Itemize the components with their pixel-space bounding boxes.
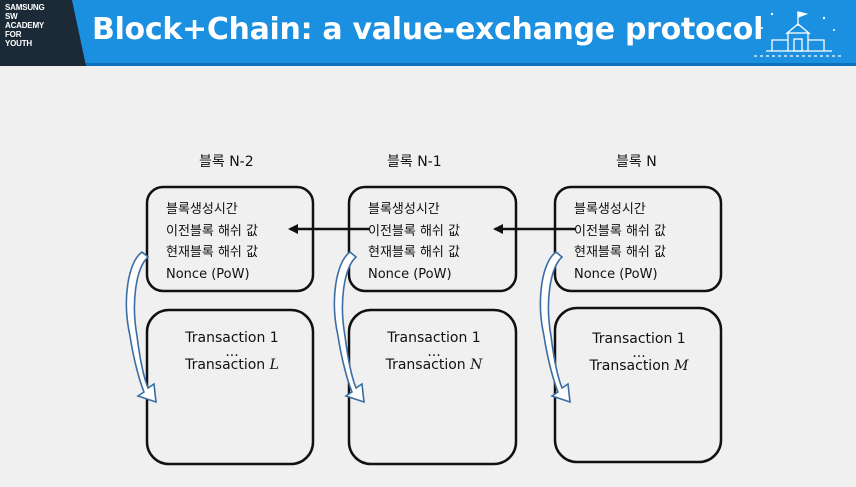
block-header-fields: 블록생성시간 이전블록 해쉬 값 현재블록 해쉬 값 Nonce (PoW) (368, 199, 460, 285)
header-bar (0, 0, 856, 66)
block-header-box (347, 185, 518, 293)
block-header-box (553, 185, 723, 293)
block-header-fields: 블록생성시간 이전블록 해쉬 값 현재블록 해쉬 값 Nonce (PoW) (166, 199, 258, 285)
field-curr-hash: 현재블록 해쉬 값 (574, 245, 666, 260)
transaction-first: Transaction 1 (592, 331, 686, 347)
field-nonce: Nonce (PoW) (574, 266, 658, 282)
transaction-last: Transaction M (589, 358, 689, 374)
slide-title: Block+Chain: a value-exchange protocol (92, 12, 764, 47)
hash-link-curve-icon (125, 250, 157, 404)
field-prev-hash: 이전블록 해쉬 값 (368, 223, 460, 239)
field-nonce: Nonce (PoW) (166, 266, 250, 282)
field-prev-hash: 이전블록 해쉬 값 (574, 223, 666, 239)
field-created-time: 블록생성시간 (166, 202, 238, 217)
transaction-last: Transaction L (185, 357, 279, 373)
transaction-ellipsis: ... (225, 344, 239, 360)
transaction-list: Transaction 1 ... Transaction N (378, 330, 490, 374)
transaction-first: Transaction 1 (387, 330, 481, 346)
block-label: 블록 N-1 (387, 154, 442, 170)
academy-logo: SAMSUNG SW ACADEMY FOR YOUTH (0, 0, 86, 66)
header-band (0, 63, 856, 66)
transaction-list: Transaction 1 ... Transaction L (176, 330, 288, 374)
transaction-list: Transaction 1 ... Transaction M (583, 331, 695, 375)
field-prev-hash: 이전블록 해쉬 값 (166, 223, 258, 239)
field-nonce: Nonce (PoW) (368, 266, 452, 282)
logo-text: SAMSUNG SW ACADEMY FOR YOUTH (5, 3, 45, 48)
hash-link-curve-icon (333, 250, 365, 404)
block-label: 블록 N (616, 154, 657, 170)
transaction-first: Transaction 1 (185, 330, 279, 346)
hash-link-curve-icon (539, 250, 571, 404)
transaction-ellipsis: ... (427, 344, 441, 360)
block-header-fields: 블록생성시간 이전블록 해쉬 값 현재블록 해쉬 값 Nonce (PoW) (574, 199, 666, 285)
transaction-ellipsis: ... (632, 345, 646, 361)
transaction-box (347, 308, 518, 466)
field-created-time: 블록생성시간 (368, 202, 440, 217)
field-curr-hash: 현재블록 해쉬 값 (166, 245, 258, 260)
transaction-last: Transaction N (385, 357, 483, 373)
block-header-box (145, 185, 315, 293)
block-label: 블록 N-2 (199, 154, 254, 170)
field-created-time: 블록생성시간 (574, 202, 646, 217)
school-flag-icon (754, 11, 842, 57)
field-curr-hash: 현재블록 해쉬 값 (368, 245, 460, 260)
